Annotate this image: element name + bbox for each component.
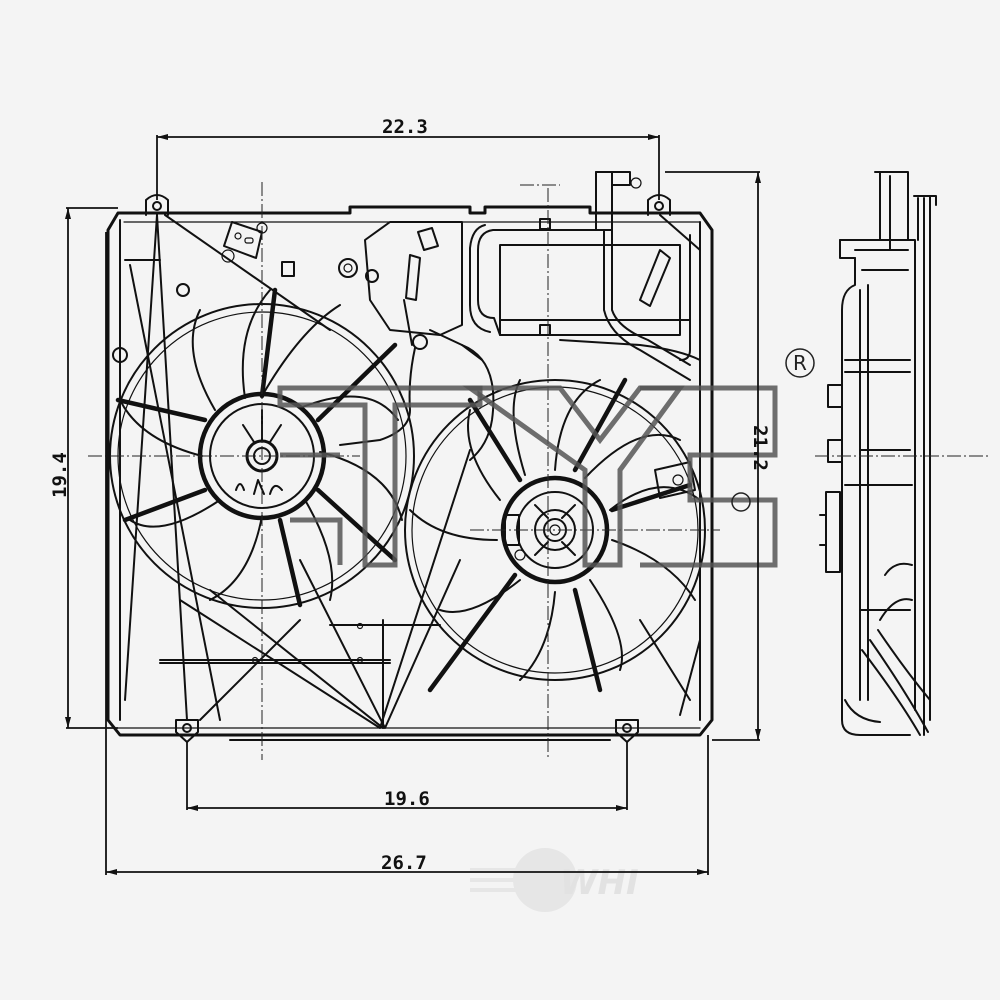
shroud-outline — [106, 205, 714, 737]
right-fan — [404, 377, 706, 693]
dimension-right-height: 21.2 — [665, 171, 771, 741]
footer-logo-watermark: WHI — [470, 848, 639, 912]
dimension-top-width: 22.3 — [156, 116, 660, 200]
brand-watermark: R — [277, 348, 815, 568]
svg-text:19.4: 19.4 — [49, 452, 71, 498]
wire-harness — [339, 347, 416, 446]
left-fan-blades — [119, 289, 403, 601]
svg-text:22.3: 22.3 — [382, 116, 428, 138]
top-left-bracket — [221, 221, 268, 263]
svg-text:21.2: 21.2 — [749, 425, 771, 471]
top-right-housing — [469, 171, 701, 381]
dimension-overall-height: 19.4 — [49, 207, 118, 729]
svg-text:WHI: WHI — [560, 863, 639, 903]
side-view — [815, 171, 990, 736]
mount-tab-bottom-right — [615, 719, 639, 743]
svg-text:19.6: 19.6 — [384, 788, 430, 810]
relay-module — [364, 221, 483, 361]
right-fan-ring-outer — [404, 379, 706, 681]
front-view — [88, 171, 720, 760]
bottom-cross-brace — [179, 449, 471, 729]
svg-text:26.7: 26.7 — [381, 852, 427, 874]
dimension-bottom-mount-width: 19.6 — [186, 742, 628, 811]
mount-tab-bottom-left — [175, 719, 199, 743]
registered-mark: R — [793, 351, 807, 375]
dimension-overall-width: 26.7 — [105, 232, 709, 875]
